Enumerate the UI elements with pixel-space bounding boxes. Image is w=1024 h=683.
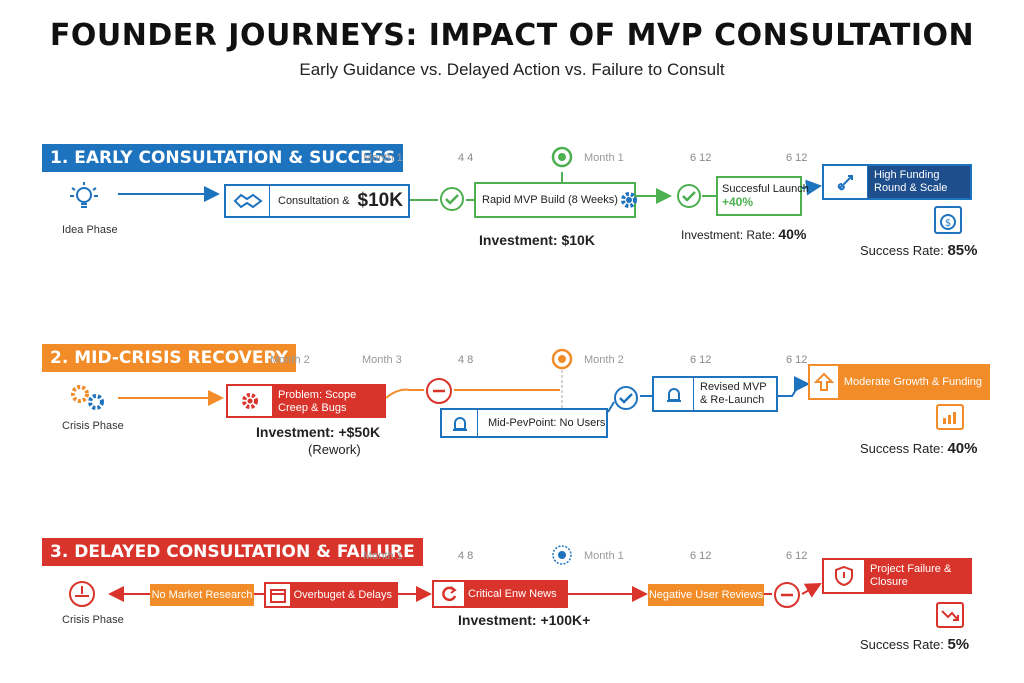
- j1-investment: Investment: $10K: [479, 232, 595, 248]
- journey3-title: 3. DELAYED CONSULTATION & FAILURE: [42, 538, 423, 566]
- j3-tick-b1: 6 12: [690, 550, 712, 562]
- gear-icon: [228, 386, 272, 416]
- refresh-alert-icon: [434, 582, 464, 606]
- j3-ticks-a: 4 8: [458, 550, 474, 562]
- j2-revised-label: Revised MVP & Re-Launch: [700, 381, 767, 406]
- j1-arrow-4: [801, 179, 822, 196]
- j3-step3-label: Critical Enw News: [464, 582, 566, 606]
- j1-build-box: Rapid MVP Build (8 Weeks): [474, 182, 637, 218]
- handshake-icon: [226, 186, 270, 216]
- j2-arrow-4: [778, 376, 810, 397]
- j3-step3-box: Critical Enw News: [432, 580, 568, 608]
- j1-launch-value: +40%: [722, 195, 754, 209]
- j2-midpoint-box: Mid-PevPoint: No Users: [440, 408, 608, 438]
- j3-tick-b2: 6 12: [786, 550, 808, 562]
- j3-step2-box: Overbuget & Delays: [264, 582, 398, 608]
- j2-success-prefix: Success Rate:: [860, 441, 944, 456]
- page-subtitle: Early Guidance vs. Delayed Action vs. Fa…: [299, 60, 725, 79]
- j2-end-label: Moderate Growth & Funding: [837, 366, 988, 398]
- j3-month-b: Month 1: [584, 550, 624, 562]
- j1-consultation-box: Consultation & $10K: [224, 184, 410, 218]
- j1-success-rate: Success Rate: 85%: [860, 242, 977, 259]
- shield-alert-icon: [824, 560, 864, 592]
- j1-success-value: 85%: [947, 242, 978, 259]
- rocket-icon: [824, 166, 868, 198]
- stop-icon: [66, 578, 98, 610]
- journey1-title: 1. EARLY CONSULTATION & SUCCESS: [42, 144, 404, 172]
- j3-step1-label: No Market Research: [150, 584, 254, 606]
- j2-month-a: Month 2: [270, 354, 310, 366]
- checkmark-icon: [439, 186, 465, 212]
- j3-arrow-4: [801, 583, 822, 598]
- j3-step4-label: Negative User Reviews: [648, 584, 764, 606]
- j1-end-label: High Funding Round & Scale: [868, 166, 970, 198]
- j2-success-value: 40%: [947, 440, 978, 457]
- checkmark-icon: [676, 183, 702, 209]
- gears-icon: [66, 380, 110, 416]
- j3-end-label: Project Failure & Closure: [864, 560, 970, 592]
- j2-ticks-a: 4 8: [458, 354, 474, 366]
- j2-end-box: Moderate Growth & Funding: [808, 364, 990, 400]
- j2-problem-label: Problem: Scope Creep & Bugs: [272, 386, 384, 416]
- j1-month-b: Month 1: [584, 152, 624, 164]
- j1-start-label: Idea Phase: [62, 224, 118, 236]
- j2-investment-note: (Rework): [308, 442, 361, 457]
- j1-tick-b2: 6 12: [786, 152, 808, 164]
- j1-consult-label: Consultation &: [278, 195, 350, 207]
- j1-investment-rate-value: 40%: [778, 226, 807, 242]
- checkmark-icon: [612, 384, 640, 412]
- j3-success-value: 5%: [947, 636, 970, 653]
- j3-success-rate: Success Rate: 5%: [860, 636, 969, 653]
- j1-investment-rate: Investment: Rate: 40%: [681, 226, 806, 242]
- j2-midpoint-label: Mid-PevPoint: No Users: [488, 417, 606, 429]
- money-bag-icon: $: [934, 206, 962, 234]
- j2-success-rate: Success Rate: 40%: [860, 440, 977, 457]
- alarm-icon: [442, 410, 478, 436]
- j3-success-prefix: Success Rate:: [860, 637, 944, 652]
- j2-problem-box: Problem: Scope Creep & Bugs: [226, 384, 386, 418]
- lightbulb-icon: [66, 178, 102, 214]
- alarm-icon: [654, 378, 694, 410]
- minus-circle-icon: [772, 580, 802, 610]
- j3-month-a: Month 1: [363, 550, 403, 562]
- j2-tick-c1: 6 12: [690, 354, 712, 366]
- j1-build-label: Rapid MVP Build (8 Weeks): [482, 194, 618, 206]
- j2-revised-box: Revised MVP & Re-Launch: [652, 376, 778, 412]
- bar-chart-icon: [936, 404, 964, 430]
- j3-step2-label: Overbuget & Delays: [289, 584, 396, 606]
- journey2-title: 2. MID-CRISIS RECOVERY: [42, 344, 296, 372]
- j2-investment: Investment: +$50K: [256, 424, 381, 440]
- j1-tick-b1: 6 12: [690, 152, 712, 164]
- j2-start-label: Crisis Phase: [62, 420, 124, 432]
- j1-month-a: Month 1: [363, 152, 403, 164]
- milestone-target-icon: [551, 544, 573, 566]
- j1-consult-amount: $10K: [357, 190, 403, 211]
- svg-text:$: $: [945, 218, 951, 229]
- j2-tick-c2: 6 12: [786, 354, 808, 366]
- j1-launch-box: Succesful Launch +40%: [716, 176, 809, 216]
- milestone-target-icon: [551, 348, 573, 370]
- j1-end-box: High Funding Round & Scale: [822, 164, 972, 200]
- j2-month-b: Month 3: [362, 354, 402, 366]
- j1-success-prefix: Success Rate:: [860, 243, 944, 258]
- j3-end-box: Project Failure & Closure: [822, 558, 972, 594]
- j2-month-c: Month 2: [584, 354, 624, 366]
- j3-investment: Investment: +100K+: [458, 612, 591, 628]
- gear-icon: [618, 189, 640, 211]
- j1-ticks-a: 4 4: [458, 152, 474, 164]
- j1-launch-label: Succesful Launch: [722, 183, 809, 195]
- j1-investment-rate-prefix: Investment: Rate:: [681, 228, 776, 242]
- minus-circle-icon: [424, 376, 454, 406]
- page-title: FOUNDER JOURNEYS: IMPACT OF MVP CONSULTA…: [49, 18, 975, 53]
- arrow-up-icon: [810, 366, 838, 398]
- calendar-alert-icon: [266, 584, 290, 606]
- j3-start-label: Crisis Phase: [62, 614, 124, 626]
- milestone-target-icon: [551, 146, 573, 168]
- trend-down-icon: [936, 602, 964, 628]
